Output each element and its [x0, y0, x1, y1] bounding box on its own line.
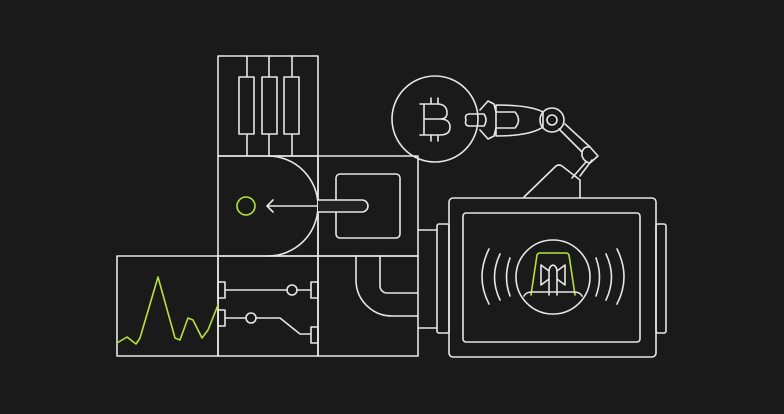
monitor-icon	[436, 197, 667, 358]
target-circle-icon	[236, 196, 256, 216]
half-disk	[236, 155, 319, 257]
bitcoin-icon	[391, 75, 479, 163]
slot-handle	[317, 173, 401, 239]
robotic-arm-icon	[464, 100, 599, 198]
switch-icon	[217, 281, 319, 344]
resistor-icon	[238, 55, 300, 157]
siren-icon	[481, 239, 625, 315]
pipe-icon	[355, 255, 419, 317]
waveform-icon	[116, 276, 219, 345]
connectors	[417, 229, 438, 329]
arrow-left-icon	[266, 199, 319, 213]
